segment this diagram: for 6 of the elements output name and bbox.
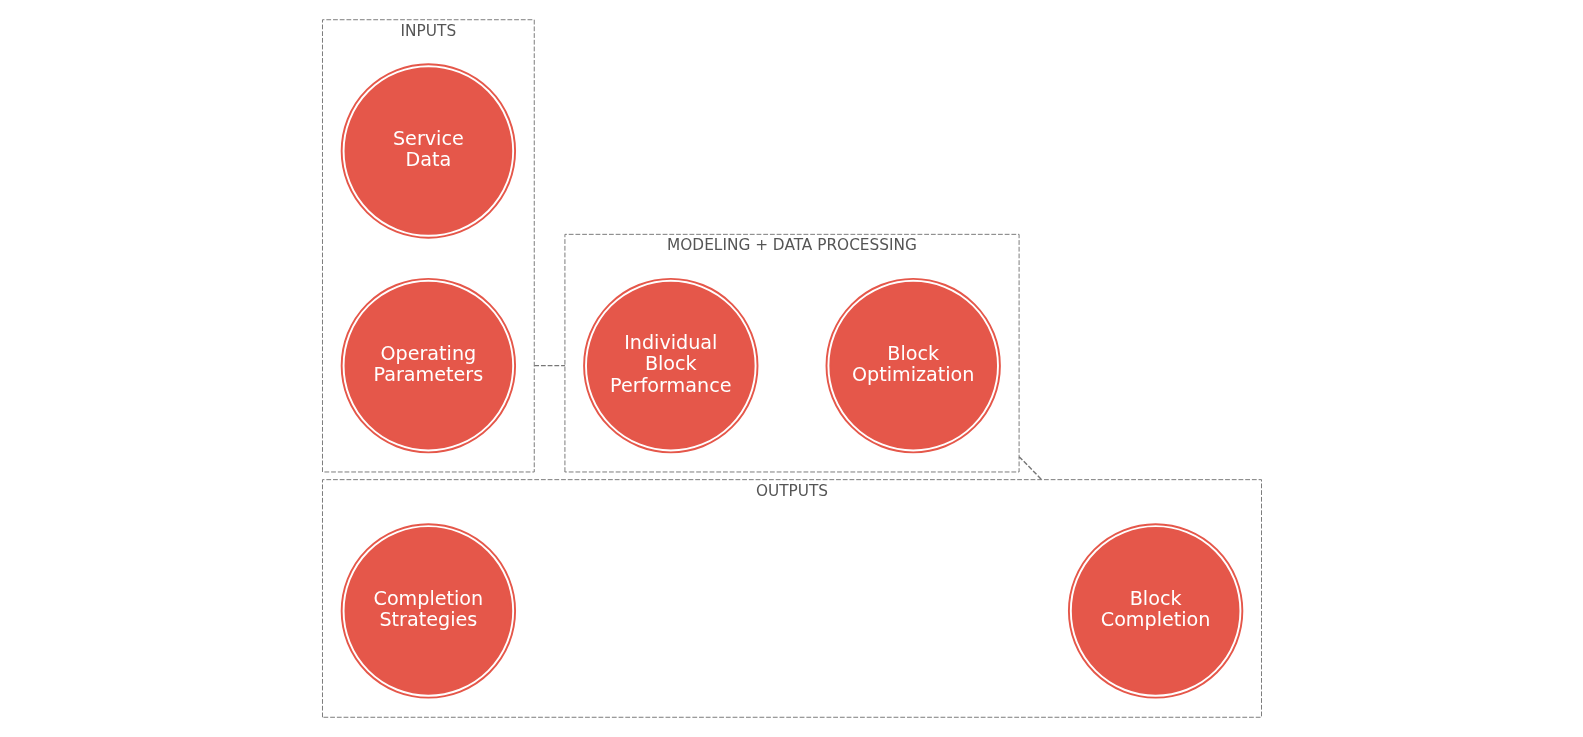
- node-circle: Completion Strategies: [340, 523, 516, 699]
- connector: [533, 364, 566, 367]
- connector: [1017, 455, 1042, 481]
- node-circle: Operating Parameters: [340, 277, 516, 454]
- node-circle: Service Data: [340, 63, 516, 239]
- node-circle: Block Completion: [1067, 523, 1243, 699]
